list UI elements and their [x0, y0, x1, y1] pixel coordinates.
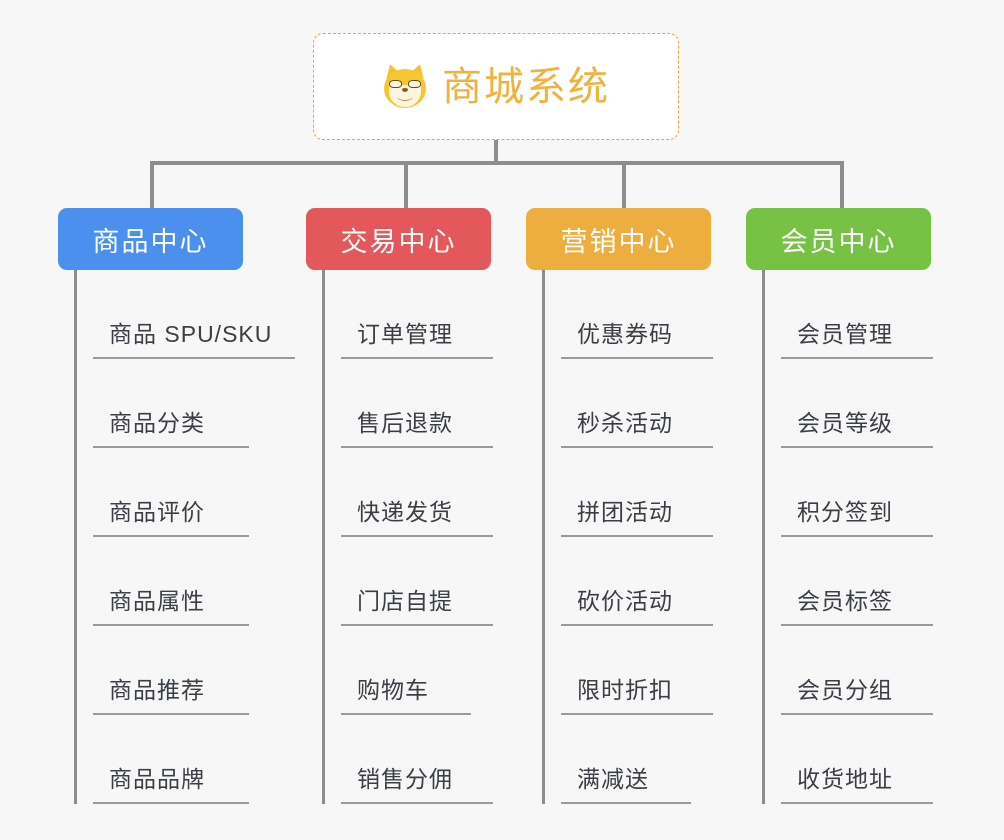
leaf-underline: [781, 713, 933, 715]
leaf-underline: [561, 624, 713, 626]
root-node[interactable]: 商城系统: [313, 33, 679, 140]
leaf-item[interactable]: 会员等级: [781, 359, 933, 448]
leaf-item[interactable]: 商品品牌: [93, 715, 249, 804]
leaf-label: 商品分类: [109, 410, 205, 436]
leaf-item[interactable]: 销售分佣: [341, 715, 493, 804]
connector-drop-0: [150, 161, 154, 209]
category-column-0: 商品中心商品 SPU/SKU 商品分类商品评价商品属性商品推荐商品品牌: [58, 208, 295, 804]
leaf-underline: [561, 357, 713, 359]
connector-drop-1: [404, 161, 408, 209]
leaf-item[interactable]: 秒杀活动: [561, 359, 713, 448]
leaf-label: 商品评价: [109, 499, 205, 525]
leaf-underline: [93, 535, 249, 537]
leaf-label: 积分签到: [797, 499, 893, 525]
category-header-3[interactable]: 会员中心: [746, 208, 931, 270]
shiba-dog-face-icon: [382, 61, 428, 110]
leaf-label: 优惠券码: [577, 321, 673, 347]
leaf-label: 门店自提: [357, 588, 453, 614]
leaf-label: 销售分佣: [357, 766, 453, 792]
category-header-0[interactable]: 商品中心: [58, 208, 243, 270]
leaf-label: 会员等级: [797, 410, 893, 436]
root-title: 商城系统: [442, 64, 610, 109]
leaf-item[interactable]: 会员分组: [781, 626, 933, 715]
leaf-list-0: 商品 SPU/SKU 商品分类商品评价商品属性商品推荐商品品牌: [74, 270, 295, 804]
leaf-item[interactable]: 积分签到: [781, 448, 933, 537]
leaf-underline: [781, 357, 933, 359]
leaf-item[interactable]: 满减送: [561, 715, 711, 804]
connector-drop-2: [622, 161, 626, 209]
leaf-underline: [93, 446, 249, 448]
category-column-1: 交易中心订单管理售后退款快递发货门店自提购物车销售分佣: [306, 208, 493, 804]
leaf-list-1: 订单管理售后退款快递发货门店自提购物车销售分佣: [322, 270, 493, 804]
leaf-underline: [341, 446, 493, 448]
category-header-1[interactable]: 交易中心: [306, 208, 491, 270]
leaf-underline: [781, 446, 933, 448]
leaf-label: 砍价活动: [577, 588, 673, 614]
leaf-underline: [93, 624, 249, 626]
leaf-item[interactable]: 会员管理: [781, 270, 933, 359]
leaf-underline: [781, 535, 933, 537]
leaf-label: 商品属性: [109, 588, 205, 614]
leaf-label: 拼团活动: [577, 499, 673, 525]
leaf-item[interactable]: 快递发货: [341, 448, 493, 537]
leaf-underline: [561, 535, 713, 537]
leaf-label: 售后退款: [357, 410, 453, 436]
leaf-item[interactable]: 商品属性: [93, 537, 249, 626]
leaf-label: 会员标签: [797, 588, 893, 614]
connector-root-vertical: [494, 140, 498, 164]
leaf-underline: [341, 713, 471, 715]
connector-drop-3: [840, 161, 844, 209]
leaf-item[interactable]: 订单管理: [341, 270, 493, 359]
leaf-label: 订单管理: [357, 321, 453, 347]
leaf-underline: [93, 802, 249, 804]
leaf-label: 收货地址: [797, 766, 893, 792]
leaf-label: 购物车: [357, 677, 429, 703]
leaf-underline: [341, 802, 493, 804]
leaf-label: 商品 SPU/SKU: [109, 321, 273, 347]
connector-horizontal-bar: [150, 161, 844, 165]
leaf-item[interactable]: 售后退款: [341, 359, 493, 448]
leaf-underline: [341, 357, 493, 359]
leaf-item[interactable]: 限时折扣: [561, 626, 713, 715]
leaf-item[interactable]: 商品分类: [93, 359, 249, 448]
leaf-underline: [93, 357, 295, 359]
leaf-item[interactable]: 收货地址: [781, 715, 933, 804]
leaf-label: 限时折扣: [577, 677, 673, 703]
leaf-item[interactable]: 会员标签: [781, 537, 933, 626]
category-header-2[interactable]: 营销中心: [526, 208, 711, 270]
leaf-underline: [561, 446, 713, 448]
leaf-item[interactable]: 砍价活动: [561, 537, 713, 626]
category-column-3: 会员中心会员管理会员等级积分签到会员标签会员分组收货地址: [746, 208, 933, 804]
leaf-label: 会员分组: [797, 677, 893, 703]
leaf-item[interactable]: 优惠券码: [561, 270, 713, 359]
leaf-underline: [341, 624, 493, 626]
leaf-label: 满减送: [577, 766, 649, 792]
leaf-list-3: 会员管理会员等级积分签到会员标签会员分组收货地址: [762, 270, 933, 804]
leaf-label: 会员管理: [797, 321, 893, 347]
leaf-item[interactable]: 购物车: [341, 626, 491, 715]
leaf-label: 商品品牌: [109, 766, 205, 792]
leaf-underline: [561, 802, 691, 804]
leaf-underline: [341, 535, 493, 537]
leaf-label: 秒杀活动: [577, 410, 673, 436]
leaf-label: 快递发货: [357, 499, 453, 525]
leaf-item[interactable]: 商品推荐: [93, 626, 249, 715]
category-column-2: 营销中心优惠券码秒杀活动拼团活动砍价活动限时折扣满减送: [526, 208, 713, 804]
leaf-underline: [93, 713, 249, 715]
leaf-underline: [781, 802, 933, 804]
leaf-underline: [561, 713, 713, 715]
leaf-underline: [781, 624, 933, 626]
leaf-item[interactable]: 拼团活动: [561, 448, 713, 537]
leaf-item[interactable]: 商品 SPU/SKU: [93, 270, 295, 359]
leaf-item[interactable]: 门店自提: [341, 537, 493, 626]
leaf-label: 商品推荐: [109, 677, 205, 703]
leaf-list-2: 优惠券码秒杀活动拼团活动砍价活动限时折扣满减送: [542, 270, 713, 804]
leaf-item[interactable]: 商品评价: [93, 448, 249, 537]
